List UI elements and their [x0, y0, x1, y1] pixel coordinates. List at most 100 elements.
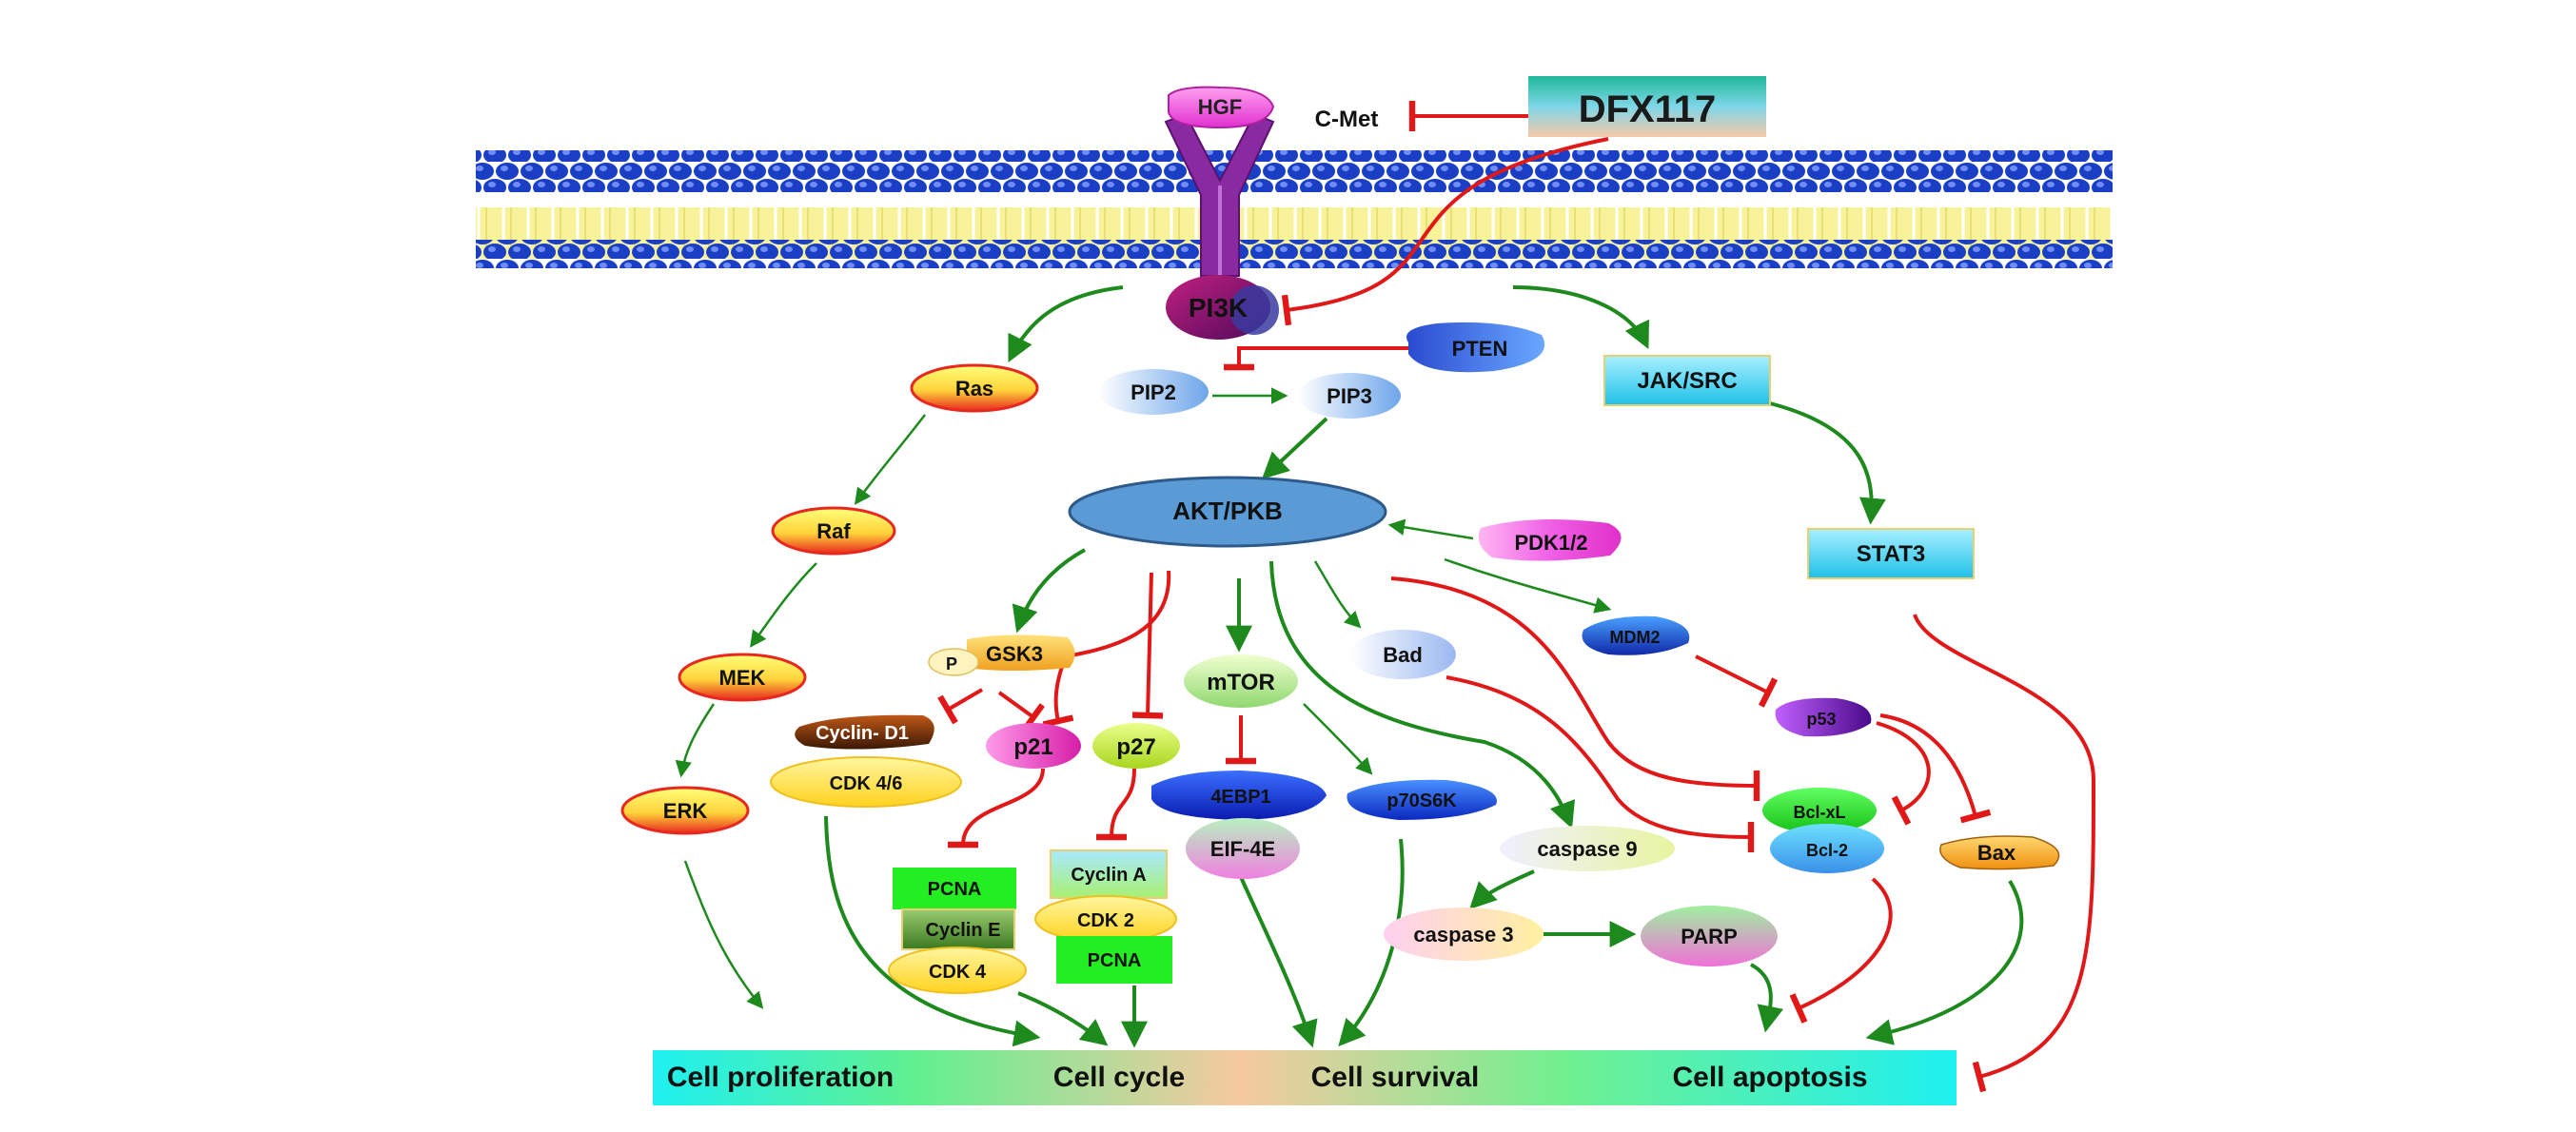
edge-akt-mdm2: [1444, 557, 1612, 614]
jak-src-label: JAK/SRC: [1637, 368, 1737, 394]
edge-p53-bax: [1879, 713, 1992, 824]
p27-label: p27: [1116, 734, 1155, 760]
4ebp1-label: 4EBP1: [1210, 787, 1270, 808]
outcome-proliferation: Cell proliferation: [667, 1062, 894, 1093]
edge-pip3-akt: [1261, 417, 1328, 479]
pip2-label: PIP2: [1131, 381, 1176, 404]
edge-bcl2-apoptosis: [1789, 877, 1893, 1024]
pdk-label: PDK1/2: [1514, 531, 1587, 555]
edge-akt-p27: [1131, 572, 1164, 719]
pten-node: PTEN: [1406, 322, 1545, 373]
edge-ras-raf: [854, 414, 926, 505]
ras-node: Ras: [910, 363, 1039, 413]
cyclin-a-node: Cyclin A: [1050, 849, 1168, 899]
cyclin-d1-label: Cyclin- D1: [816, 723, 909, 744]
bcl2-node: Bcl-2: [1770, 824, 1884, 873]
edge-mek-erk: [675, 703, 716, 778]
erk-node: ERK: [620, 786, 750, 835]
hgf-label: HGF: [1198, 95, 1242, 119]
4ebp1-node: 4EBP1: [1151, 771, 1327, 820]
caspase3-label: caspase 3: [1413, 923, 1513, 947]
bax-node: Bax: [1939, 835, 2060, 870]
pip2-node: PIP2: [1098, 369, 1209, 415]
c-met-label: C-Met: [1315, 107, 1379, 132]
caspase9-node: caspase 9: [1500, 826, 1675, 871]
p21-node: p21: [986, 723, 1081, 769]
pi3k-label: PI3K: [1189, 293, 1248, 322]
p27-node: p27: [1092, 723, 1180, 769]
gsk3-node: P GSK3: [928, 634, 1075, 676]
cyclin-e-node: Cyclin E: [901, 908, 1015, 950]
bad-label: Bad: [1383, 643, 1423, 667]
drug-box: DFX117: [1528, 76, 1766, 137]
bclxl-node: Bcl-xL: [1762, 788, 1877, 833]
edge-eif-survival: [1239, 876, 1318, 1048]
bad-node: Bad: [1349, 630, 1456, 679]
pcna-node-2: PCNA: [1056, 936, 1172, 984]
edge-akt-bad: [1313, 560, 1362, 629]
p53-node: p53: [1775, 697, 1872, 737]
erk-label: ERK: [663, 799, 708, 823]
ras-label: Ras: [955, 377, 993, 400]
edge-pi3k-jak: [1512, 285, 1649, 350]
outcome-cell-cycle: Cell cycle: [1053, 1062, 1185, 1093]
edge-akt-bclxl: [1390, 576, 1760, 802]
cell-membrane: [476, 150, 2113, 268]
p53-label: p53: [1806, 710, 1836, 729]
edge-gsk3-cyclind1: [937, 688, 984, 725]
edge-erk-proliferation: [683, 860, 764, 1009]
parp-label: PARP: [1681, 925, 1738, 948]
drug-label: DFX117: [1579, 88, 1717, 130]
bcl2-label: Bcl-2: [1806, 841, 1848, 860]
pi3k-node: PI3K: [1166, 275, 1279, 340]
eif4e-node: EIF-4E: [1186, 818, 1300, 879]
pcna-node-1: PCNA: [893, 868, 1016, 909]
edge-cdk4-cellcycle: [1017, 991, 1109, 1046]
cdk2-node: CDK 2: [1034, 895, 1177, 943]
pcna-label-1: PCNA: [928, 879, 982, 900]
edge-pi3k-ras: [1008, 285, 1124, 363]
stat3-label: STAT3: [1857, 541, 1925, 567]
mek-label: MEK: [719, 666, 766, 690]
hgf-node: HGF: [1168, 86, 1275, 129]
edge-cdk46-cellcycle: [824, 815, 1041, 1047]
raf-label: Raf: [816, 519, 851, 543]
edge-stat3-apoptosis: [1913, 614, 2096, 1093]
caspase3-node: caspase 3: [1384, 908, 1544, 961]
eif4e-label: EIF-4E: [1210, 837, 1275, 861]
p70s6k-label: p70S6K: [1386, 790, 1457, 811]
caspase9-label: caspase 9: [1537, 837, 1637, 861]
activation-edges: [675, 285, 2024, 1048]
cyclin-e-label: Cyclin E: [926, 920, 1001, 941]
edge-akt-gsk3: [1012, 548, 1086, 634]
edge-pdk-akt: [1387, 518, 1474, 540]
cdk4-node: CDK 4: [888, 947, 1027, 994]
cyclin-d1-node: Cyclin- D1: [795, 714, 934, 750]
edge-mtor-p70: [1303, 703, 1373, 775]
mtor-label: mTOR: [1207, 670, 1275, 695]
c-met-receptor: [1164, 112, 1275, 277]
mdm2-node: MDM2: [1582, 615, 1690, 655]
jak-src-node: JAK/SRC: [1603, 355, 1771, 406]
edge-jak-stat3: [1769, 401, 1886, 525]
raf-node: Raf: [771, 506, 896, 556]
bax-label: Bax: [1977, 841, 2016, 865]
parp-node: PARP: [1641, 906, 1778, 966]
akt-node: AKT/PKB: [1068, 476, 1387, 548]
pten-label: PTEN: [1452, 337, 1508, 361]
outcome-survival: Cell survival: [1311, 1062, 1480, 1093]
edge-p70-survival: [1338, 838, 1405, 1047]
edge-pten-pip3: [1224, 346, 1408, 371]
edge-akt-caspase9: [1269, 560, 1576, 829]
outcome-apoptosis: Cell apoptosis: [1672, 1062, 1867, 1093]
pcna-label-2: PCNA: [1088, 950, 1142, 971]
cdk4-label: CDK 4: [929, 962, 987, 983]
akt-label: AKT/PKB: [1172, 497, 1283, 525]
cyclin-a-label: Cyclin A: [1071, 865, 1146, 886]
pip3-label: PIP3: [1327, 384, 1372, 408]
edge-drug-pi3k: [1281, 137, 1609, 326]
edge-p27-cyclina: [1095, 768, 1136, 841]
mtor-node: mTOR: [1184, 654, 1298, 708]
outcome-bar: Cell proliferation Cell cycle Cell survi…: [653, 1050, 1957, 1105]
edge-raf-mek: [749, 562, 817, 648]
